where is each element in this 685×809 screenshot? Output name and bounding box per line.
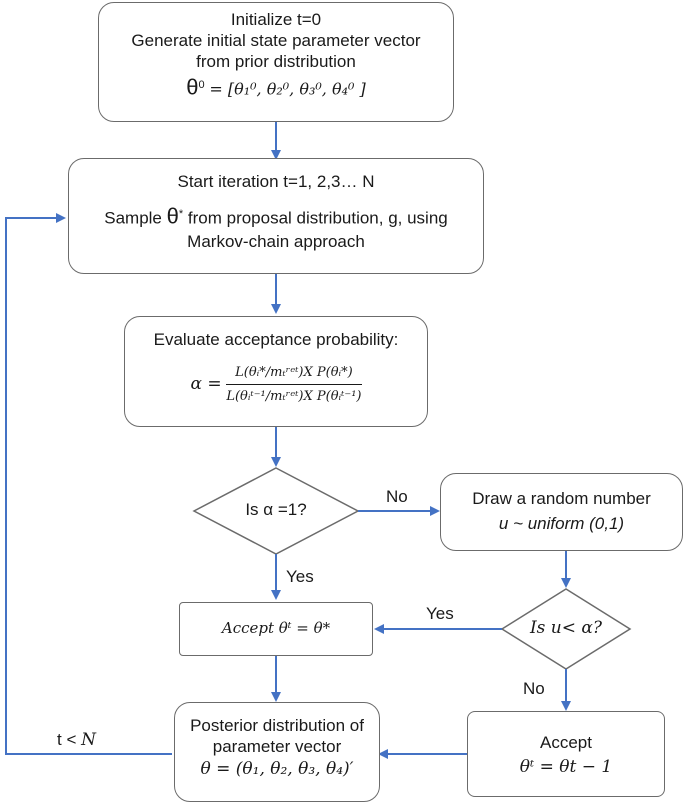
- random-line-1: Draw a random number: [472, 489, 651, 508]
- accept-star-box: Accept θᵗ = θ*: [179, 602, 373, 656]
- init-box: Initialize t=0 Generate initial state pa…: [98, 2, 454, 122]
- edge-label-loop: t < N: [57, 730, 96, 750]
- init-line-1: Initialize t=0: [230, 10, 322, 29]
- posterior-line-1: Posterior distribution of: [190, 716, 364, 735]
- init-theta-vector: θ0 = [θ₁⁰, θ₂⁰, θ₃⁰, θ₄⁰ ]: [99, 75, 453, 100]
- iteration-theta-symbol: θ: [166, 203, 179, 229]
- accept-prev-line-1: Accept: [540, 733, 592, 752]
- evaluate-alpha-lhs: α =: [190, 374, 222, 394]
- evaluate-numerator: L(θᵢ*/mₜʳᵉᵗ)X P(θᵢ*): [226, 362, 362, 385]
- init-vector-text: = [θ₁⁰, θ₂⁰, θ₃⁰, θ₄⁰ ]: [209, 79, 366, 99]
- edge-label-no-1: No: [386, 487, 408, 506]
- evaluate-line-1: Evaluate acceptance probability:: [153, 330, 399, 349]
- edge-label-no-2: No: [523, 679, 545, 698]
- decision-alpha-text: Is α =1?: [245, 500, 307, 519]
- iteration-proposal-text: from proposal distribution, g, using: [187, 208, 448, 228]
- iteration-line-3: Markov-chain approach: [187, 231, 365, 251]
- iteration-box: Start iteration t=1, 2,3… N Sample θ* fr…: [68, 158, 484, 274]
- edge-label-yes-1: Yes: [286, 567, 314, 586]
- iteration-sample-label: Sample: [104, 208, 162, 228]
- init-line-3: from prior distribution: [196, 52, 356, 71]
- accept-prev-box: Accept θᵗ = θt − 1: [467, 711, 665, 797]
- loop-label-prefix: t <: [57, 730, 77, 749]
- iteration-line-1: Start iteration t=1, 2,3… N: [177, 172, 375, 191]
- evaluate-box: Evaluate acceptance probability: α = L(θ…: [124, 316, 428, 427]
- random-number-box: Draw a random number u ~ uniform (0,1): [440, 473, 683, 551]
- decision-u-text: Is u< α?: [529, 618, 603, 638]
- arrow-loop-back: [5, 213, 172, 755]
- evaluate-fraction: L(θᵢ*/mₜʳᵉᵗ)X P(θᵢ*) L(θᵢᵗ⁻¹/mₜʳᵉᵗ)X P(θ…: [226, 362, 362, 407]
- edge-label-yes-2: Yes: [426, 604, 454, 623]
- evaluate-denominator: L(θᵢᵗ⁻¹/mₜʳᵉᵗ)X P(θᵢᵗ⁻¹): [226, 389, 362, 404]
- accept-star-text: Accept θᵗ = θ*: [221, 619, 331, 637]
- accept-prev-line-2: θᵗ = θt − 1: [519, 757, 613, 777]
- init-theta-symbol: θ: [186, 74, 199, 100]
- init-line-2: Generate initial state parameter vector: [131, 31, 421, 50]
- iteration-line-2: Sample θ* from proposal distribution, g,…: [69, 204, 483, 229]
- posterior-box: Posterior distribution of parameter vect…: [174, 702, 380, 802]
- init-theta-sup: 0: [198, 79, 205, 91]
- evaluate-formula: α = L(θᵢ*/mₜʳᵉᵗ)X P(θᵢ*) L(θᵢᵗ⁻¹/mₜʳᵉᵗ)X…: [125, 362, 427, 407]
- loop-label-var: N: [81, 730, 96, 750]
- posterior-line-2: parameter vector: [212, 737, 342, 756]
- iteration-theta-sup: *: [178, 208, 184, 220]
- random-line-2: u ~ uniform (0,1): [498, 514, 625, 533]
- posterior-line-3: θ = (θ₁, θ₂, θ₃, θ₄)′: [200, 759, 354, 779]
